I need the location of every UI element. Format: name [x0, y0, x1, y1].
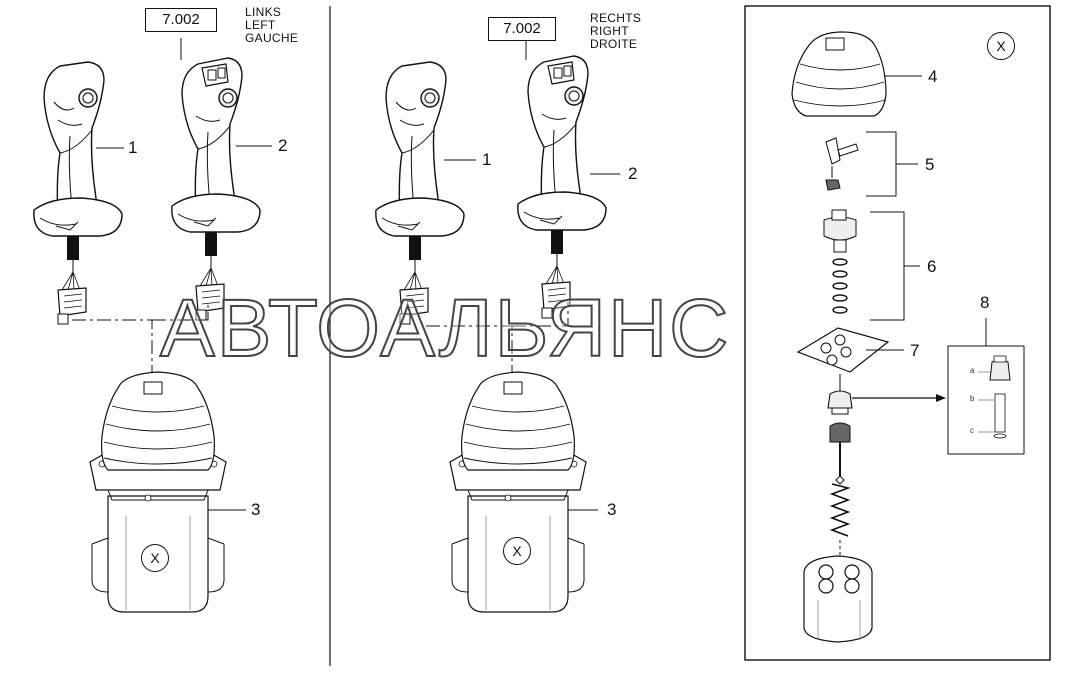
- detail-washer-set: [823, 209, 920, 321]
- detail-plate: [796, 327, 904, 373]
- left-side-line-1: LINKS: [245, 5, 282, 19]
- right-handle-plain: [375, 61, 465, 325]
- right-ref-box: 7.002: [488, 17, 556, 41]
- left-base-marker: X: [141, 544, 169, 572]
- detail-letter-b: b: [970, 394, 975, 403]
- detail-housing: [803, 540, 873, 643]
- right-side-line-2: RIGHT: [590, 24, 629, 38]
- right-callout-3: 3: [607, 500, 617, 519]
- left-side-line-3: GAUCHE: [245, 31, 299, 45]
- right-base-marker: X: [503, 537, 531, 565]
- detail-spring: [829, 483, 851, 537]
- left-base-unit: [89, 371, 227, 613]
- detail-pin-set: [825, 131, 918, 197]
- left-callout-1: 1: [128, 138, 138, 157]
- right-callout-2: 2: [628, 164, 638, 183]
- detail-callout-5: 5: [925, 155, 935, 174]
- left-callout-3: 3: [251, 500, 261, 519]
- right-side-line-1: RECHTS: [590, 11, 642, 25]
- detail-valve-cartridge: [827, 374, 946, 485]
- left-handle-plain: [33, 61, 123, 325]
- detail-8-box: [947, 318, 1025, 455]
- detail-panel-frame: [744, 5, 1051, 661]
- detail-callout-4: 4: [928, 67, 938, 86]
- detail-letter-c: c: [970, 426, 974, 435]
- right-side-line-3: DROITE: [590, 37, 638, 51]
- detail-letter-a: a: [970, 366, 975, 375]
- detail-callout-8: 8: [980, 293, 990, 312]
- detail-panel-marker: X: [987, 32, 1015, 60]
- left-side-text: LINKS LEFT GAUCHE: [245, 6, 298, 45]
- left-ref-box: 7.002: [145, 8, 217, 32]
- right-callout-1: 1: [482, 150, 492, 169]
- right-side-text: RECHTS RIGHT DROITE: [590, 12, 641, 51]
- left-handle-buttons: [171, 57, 261, 321]
- detail-boot: [791, 31, 922, 117]
- left-callout-2: 2: [278, 136, 288, 155]
- right-handle-buttons: [517, 55, 607, 319]
- right-base-unit: [449, 371, 587, 613]
- left-side-line-2: LEFT: [245, 18, 276, 32]
- detail-callout-7: 7: [910, 341, 920, 360]
- detail-callout-6: 6: [927, 257, 937, 276]
